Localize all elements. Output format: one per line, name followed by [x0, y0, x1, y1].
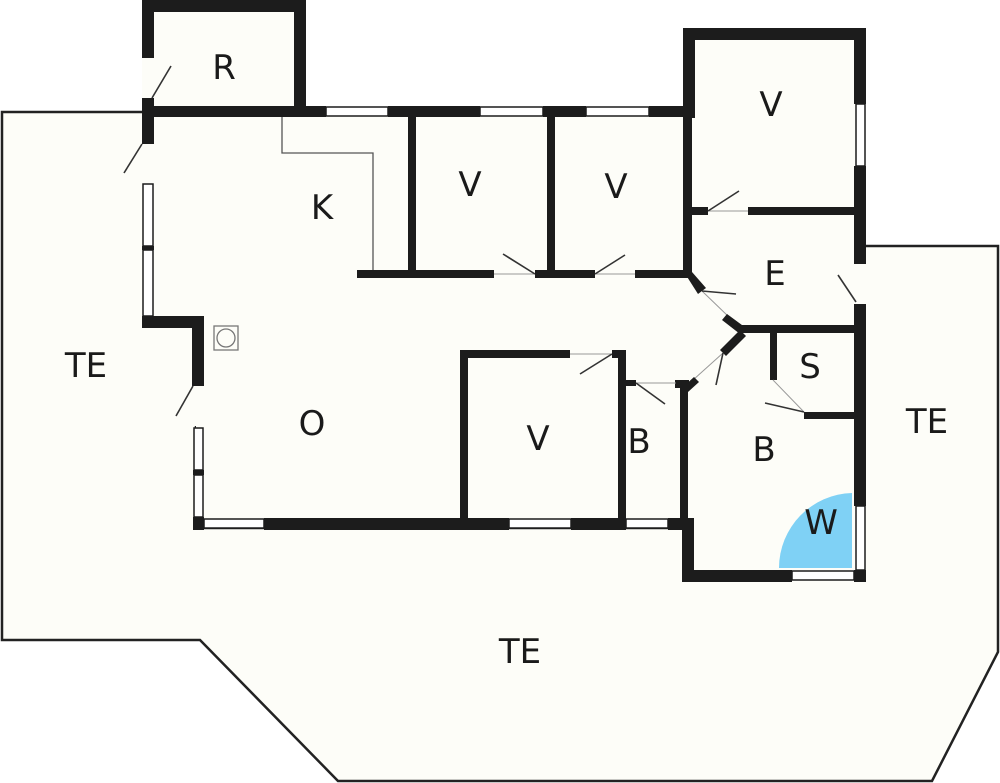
- room-label-s: S: [799, 347, 821, 387]
- room-label-te-bottom: TE: [498, 632, 542, 672]
- room-label-w: W: [804, 503, 838, 543]
- room-label-e: E: [764, 254, 786, 294]
- room-label-v4: V: [526, 419, 550, 459]
- interior-floor: [146, 4, 862, 578]
- room-label-b1: B: [627, 422, 651, 462]
- room-label-te-left: TE: [64, 346, 108, 386]
- room-label-v1: V: [458, 165, 482, 205]
- room-label-v3: V: [759, 85, 783, 125]
- room-label-te-right: TE: [905, 402, 949, 442]
- stove-icon: [213, 325, 239, 351]
- room-label-o: O: [298, 404, 326, 444]
- wet-area-shower: [779, 493, 852, 568]
- room-label-k: K: [310, 188, 334, 228]
- room-label-r: R: [212, 48, 236, 88]
- room-label-v2: V: [604, 167, 628, 207]
- room-label-b2: B: [752, 430, 776, 470]
